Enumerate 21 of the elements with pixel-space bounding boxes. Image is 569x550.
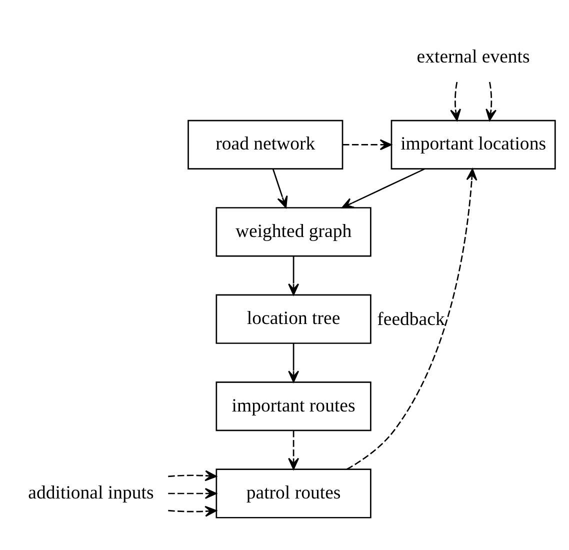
arrow [342,138,392,150]
arrow [288,256,300,295]
node-text: external events [416,46,530,67]
arrow [168,488,217,498]
node-box: important locations [390,119,556,170]
node-text: additional inputs [28,482,154,503]
arrow [450,81,462,120]
arrow [168,470,217,481]
arrow [486,81,497,120]
arrow [272,168,288,208]
arrow [346,168,478,470]
arrow [288,430,300,470]
node-box: patrol routes [216,468,372,518]
arrow [288,343,300,382]
edge-label: feedback [377,308,445,330]
arrow [342,168,425,208]
node-box: location tree [216,294,372,344]
node-box: weighted graph [216,206,372,256]
node-box: important routes [216,380,372,431]
node-box: road network [188,119,344,170]
arrow [168,505,217,516]
